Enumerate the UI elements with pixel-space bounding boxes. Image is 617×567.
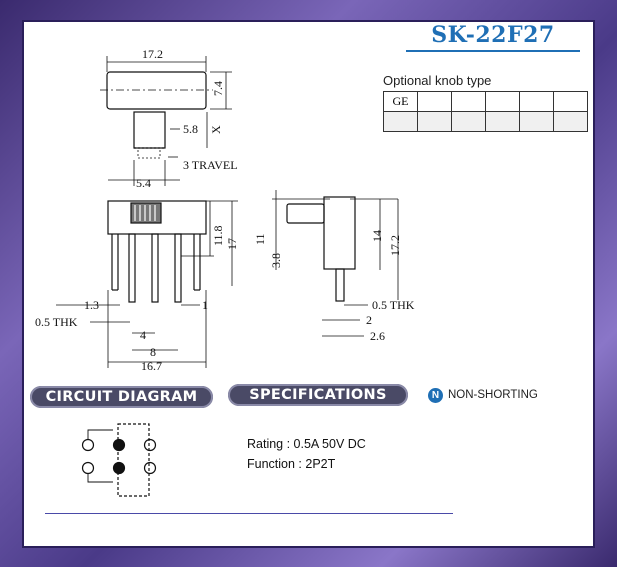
dim-label: 17 — [225, 238, 239, 250]
dim-label: 3 TRAVEL — [183, 158, 238, 172]
knob-outline — [106, 71, 207, 110]
circuit-diagram-heading: CIRCUIT DIAGRAM — [30, 386, 213, 408]
dim-label: 17.2 — [142, 47, 163, 61]
dim-label: 16.7 — [141, 359, 162, 373]
knob-cell — [451, 111, 486, 132]
dim-label: 17.2 — [388, 235, 402, 256]
terminal-common — [112, 438, 126, 452]
dim-label: 11 — [253, 233, 267, 245]
pin — [174, 233, 182, 303]
terminal-open — [143, 461, 157, 475]
dim-label: 14 — [370, 230, 384, 242]
circuit-box — [117, 423, 150, 497]
knob-type-title: Optional knob type — [383, 73, 492, 88]
dim-label: 1.3 — [84, 298, 99, 312]
terminal-common — [112, 461, 126, 475]
terminal-open — [81, 438, 95, 452]
dim-label: 7.4 — [211, 81, 225, 96]
dim-label: 8 — [150, 345, 156, 359]
side-pin — [335, 268, 345, 302]
non-shorting-icon: N — [428, 388, 443, 403]
dim-label: 1 — [202, 298, 208, 312]
non-shorting-label: NON-SHORTING — [448, 389, 538, 401]
dim-label: 11.8 — [211, 225, 225, 246]
dim-label: 0.5 THK — [372, 298, 415, 312]
pin — [128, 233, 136, 303]
model-title: SK-22F27 — [431, 22, 555, 48]
dim-label: 5.4 — [136, 176, 151, 190]
dim-label: 2 — [366, 313, 372, 327]
knob-cell — [485, 111, 520, 132]
switch-body-side — [323, 196, 356, 270]
specifications-heading: SPECIFICATIONS — [228, 384, 408, 406]
knob-cell — [383, 111, 418, 132]
knob-type-table: GE — [383, 91, 588, 132]
knob-cell — [553, 111, 588, 132]
side-knob — [286, 203, 325, 224]
dim-label: 3.8 — [269, 253, 283, 268]
model-underline — [406, 50, 580, 52]
knob-cell — [519, 111, 554, 132]
terminal-open — [143, 438, 157, 452]
dim-label: 5.8 — [183, 122, 198, 136]
dim-label: 2.6 — [370, 329, 385, 343]
dim-label: 0.5 THK — [35, 315, 78, 329]
terminal-open — [81, 461, 95, 475]
divider — [45, 513, 453, 514]
slider-knob — [130, 202, 162, 224]
pin — [151, 233, 159, 303]
function-text: Function : 2P2T — [247, 457, 336, 471]
knob-stem — [133, 111, 166, 149]
rating-text: Rating : 0.5A 50V DC — [247, 437, 366, 451]
dim-label: 4 — [140, 328, 146, 342]
dim-label: X — [209, 125, 223, 134]
